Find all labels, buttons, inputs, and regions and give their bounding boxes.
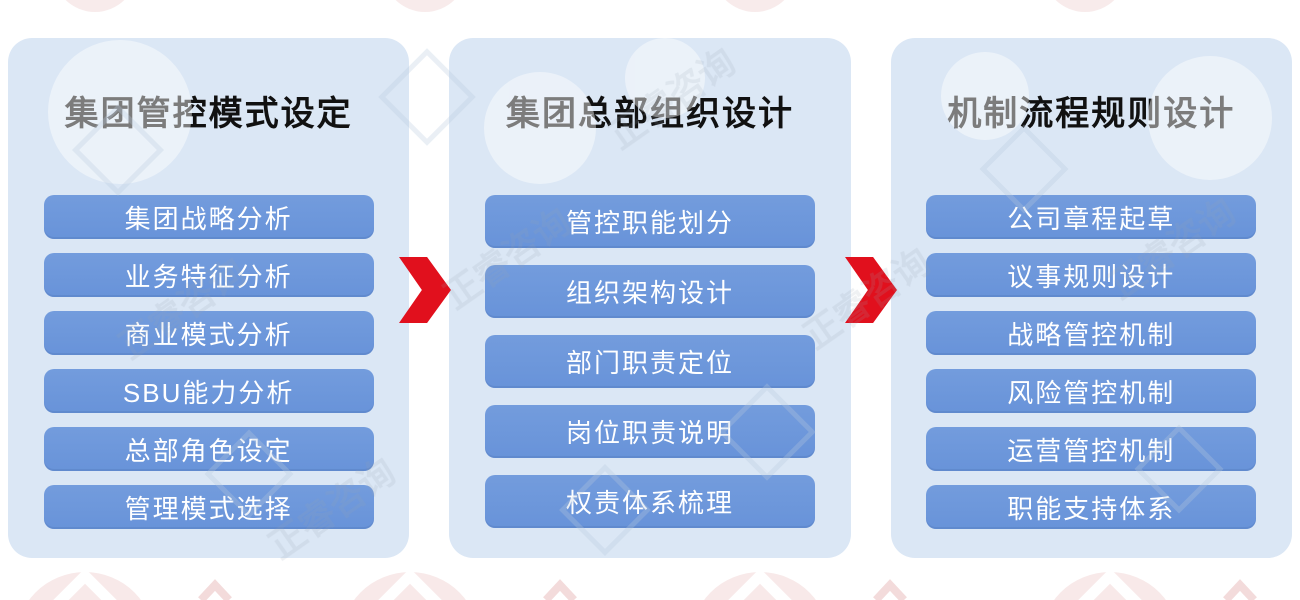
step-item: 集团战略分析 (43, 195, 374, 239)
watermark-stamp-icons-bottom (29, 568, 1257, 600)
step-item: 战略管控机制 (926, 311, 1257, 355)
panel-title: 集团总部组织设计 (505, 95, 794, 133)
panel-2: 集团总部组织设计管控职能划分组织架构设计部门职责定位岗位职责说明权责体系梳理 (449, 38, 851, 558)
step-item: 岗位职责说明 (484, 405, 815, 458)
panel-title: 集团管控模式设定 (64, 95, 353, 133)
watermark-stamp-icons-top (65, 0, 1115, 12)
step-item: 管控职能划分 (484, 195, 815, 248)
step-item: 管理模式选择 (43, 485, 374, 529)
step-item: 议事规则设计 (926, 253, 1257, 297)
step-item: 业务特征分析 (43, 253, 374, 297)
panel-item-list: 公司章程起草议事规则设计战略管控机制风险管控机制运营管控机制职能支持体系 (926, 195, 1257, 529)
panel-title: 机制流程规则设计 (947, 95, 1236, 133)
step-item: 部门职责定位 (484, 335, 815, 388)
step-item: 组织架构设计 (484, 265, 815, 318)
step-item: 权责体系梳理 (484, 475, 815, 528)
step-item: 风险管控机制 (926, 369, 1257, 413)
panel-item-list: 集团战略分析业务特征分析商业模式分析 SBU能力分析总部角色设定管理模式选择 (43, 195, 374, 529)
step-item: 商业模式分析 (43, 311, 374, 355)
panel-1: 集团管控模式设定集团战略分析业务特征分析商业模式分析 SBU能力分析总部角色设定管… (8, 38, 410, 558)
step-item: SBU能力分析 (43, 369, 374, 413)
step-item: 公司章程起草 (926, 195, 1257, 239)
step-item: 总部角色设定 (43, 427, 374, 471)
panel-item-list: 管控职能划分组织架构设计部门职责定位岗位职责说明权责体系梳理 (484, 195, 815, 528)
step-item: 运营管控机制 (926, 427, 1257, 471)
panel-3: 机制流程规则设计公司章程起草议事规则设计战略管控机制风险管控机制运营管控机制职能… (890, 38, 1292, 558)
step-item: 职能支持体系 (926, 485, 1257, 529)
